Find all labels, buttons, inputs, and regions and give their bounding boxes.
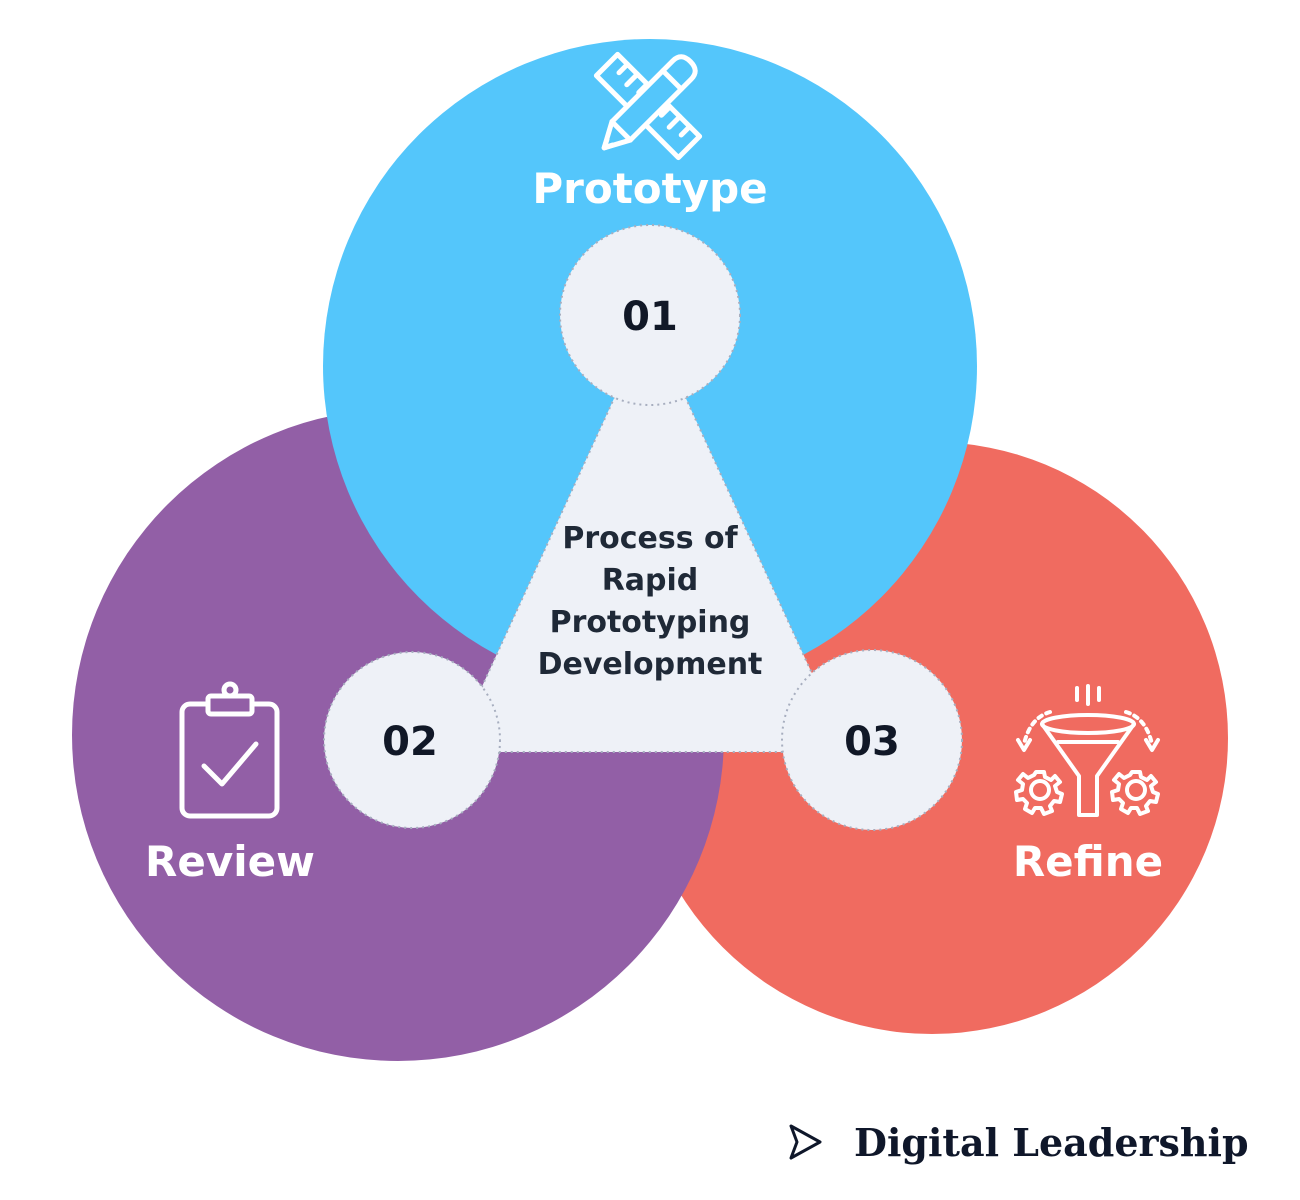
chevron-outline-icon [789,1124,822,1160]
node-02: 02 [323,651,501,829]
pencil-ruler-icon [593,51,703,161]
label-review: Review [145,837,315,886]
clipboard-check-icon [179,681,280,819]
node-01: 01 [559,224,741,406]
brand-name: Digital Leadership [854,1119,1249,1165]
node-number-01: 01 [622,294,678,340]
center-title: Process of Rapid Prototyping Development [538,521,763,682]
center-line-4: Development [538,647,763,682]
node-number-02: 02 [382,719,438,765]
center-triangle [450,317,850,753]
center-line-2: Rapid [602,563,699,598]
funnel-gears-icon [1014,684,1160,817]
center-line-1: Process of [562,521,738,556]
node-number-03: 03 [844,719,900,765]
brand-logo: Digital Leadership [788,1112,1249,1172]
label-prototype: Prototype [532,164,767,213]
node-03: 03 [781,649,963,831]
label-refine: Refine [1013,837,1163,886]
center-line-3: Prototyping [550,605,751,640]
